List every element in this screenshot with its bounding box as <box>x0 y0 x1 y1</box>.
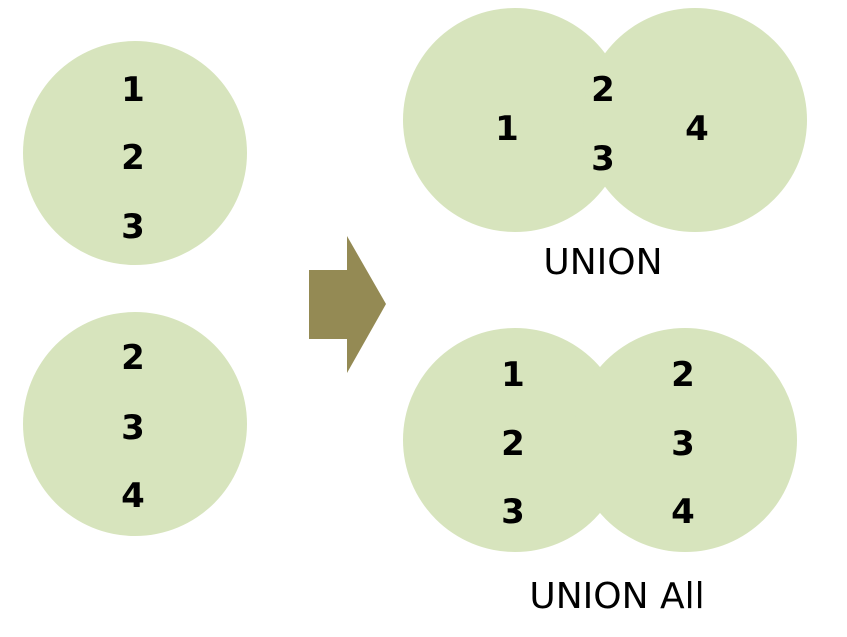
set-b-group: 2 3 4 <box>23 312 247 536</box>
set-b-item: 3 <box>121 408 145 448</box>
union-group: 1 2 3 4 UNION <box>403 8 807 283</box>
union-right-circle <box>583 8 807 232</box>
union-all-right-circle <box>573 328 797 552</box>
set-a-item: 3 <box>121 207 145 247</box>
union-all-right-item: 2 <box>671 355 695 395</box>
union-caption: UNION <box>543 242 662 283</box>
set-a-item: 1 <box>121 70 145 110</box>
union-all-group: 1 2 3 2 3 4 UNION All <box>403 328 797 617</box>
union-all-right-item: 3 <box>671 424 695 464</box>
union-all-caption: UNION All <box>529 576 704 617</box>
union-all-left-item: 1 <box>501 355 525 395</box>
union-all-left-circle <box>403 328 627 552</box>
set-a-circle <box>23 41 247 265</box>
set-b-circle <box>23 312 247 536</box>
right-arrow <box>309 236 386 373</box>
union-right-item: 4 <box>685 109 709 149</box>
union-all-left-item: 3 <box>501 492 525 532</box>
set-a-item: 2 <box>121 138 145 178</box>
set-b-item: 2 <box>121 338 145 378</box>
union-all-right-item: 4 <box>671 492 695 532</box>
union-shared-item: 3 <box>591 139 615 179</box>
set-a-group: 1 2 3 <box>23 41 247 265</box>
union-left-item: 1 <box>495 109 519 149</box>
set-b-item: 4 <box>121 476 145 516</box>
union-left-circle <box>403 8 627 232</box>
union-shared-item: 2 <box>591 70 615 110</box>
union-all-left-item: 2 <box>501 424 525 464</box>
